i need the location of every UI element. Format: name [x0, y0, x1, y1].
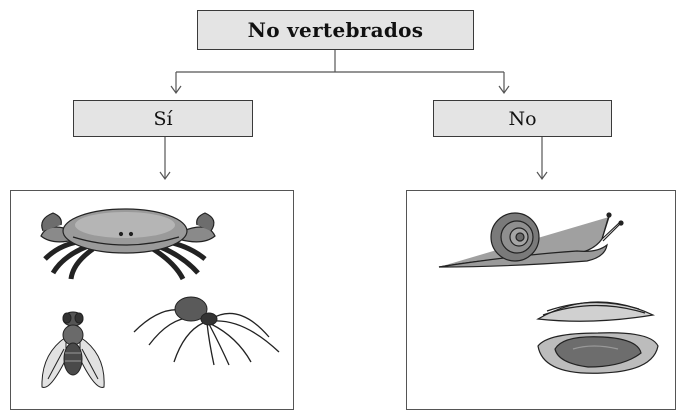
- clam-icon: [536, 301, 659, 374]
- diagram: No vertebrados Sí No: [10, 10, 676, 410]
- connector-lines: [159, 50, 548, 181]
- crab-icon: [40, 208, 216, 281]
- branch-no-panel: [406, 190, 676, 410]
- branch-no-label: No: [508, 107, 537, 130]
- root-node: No vertebrados: [197, 10, 474, 50]
- snail-icon: [438, 212, 624, 268]
- branch-yes-panel: [10, 190, 294, 410]
- spider-icon: [133, 296, 280, 366]
- root-label: No vertebrados: [247, 18, 424, 42]
- branch-no-node: No: [433, 100, 612, 137]
- branch-yes-label: Sí: [153, 107, 173, 130]
- branch-yes-node: Sí: [73, 100, 253, 137]
- fly-icon: [41, 311, 105, 388]
